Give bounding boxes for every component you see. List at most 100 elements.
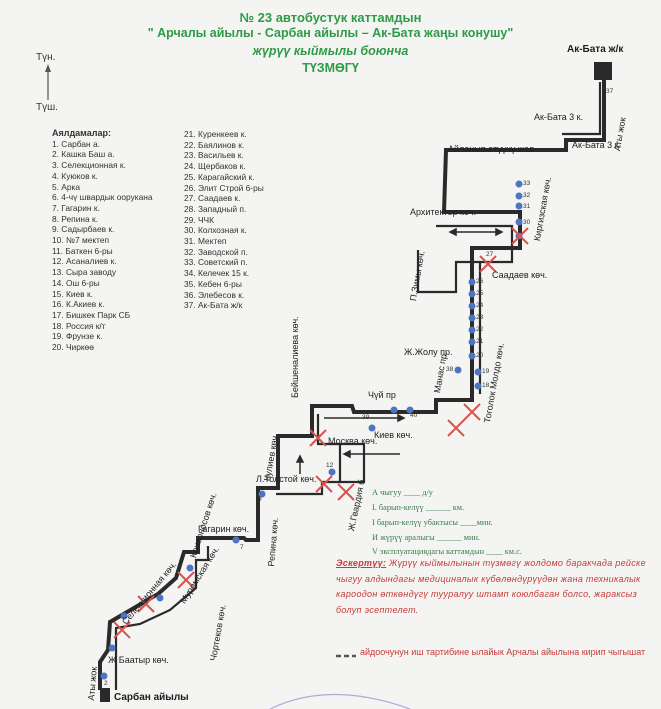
street-ak-bata-3-a: Ак-Бата 3 к. xyxy=(534,112,584,122)
info-line-5: V эксплуатациядагы каттамдын ____ км.с. xyxy=(372,547,522,556)
stops-legend-col-1: Аялдамалар: 1. Сарбан а.2. Кашка Баш а.3… xyxy=(52,128,153,353)
title-line-3: жүрүү кыймылы боюнча xyxy=(252,44,409,58)
street-beishenalieva: Бейшеналиева көч. xyxy=(290,316,300,398)
stop-legend-item: 19. Фрунзе к. xyxy=(52,331,103,342)
stop-number-30: 30 xyxy=(523,219,531,226)
street-gagarin: Гагарин көч. xyxy=(198,524,250,534)
stop-number-37: 37 xyxy=(606,88,614,95)
stop-legend-item: 31. Мектеп xyxy=(184,236,227,247)
stop-number-7: 7 xyxy=(240,544,244,551)
stop-legend-item: 28. Западный п. xyxy=(184,203,247,214)
stop-legend-item: 10. №7 мектеп xyxy=(52,235,110,246)
direction-arrows xyxy=(295,227,504,474)
street-saadaev: Саадаев көч. xyxy=(492,270,548,280)
warning-note-lead: Эскертүү: xyxy=(336,558,387,568)
stop-legend-item: 32. Заводской п. xyxy=(184,246,248,257)
stop-legend-item: 6. 4-чү швардык оорукана xyxy=(52,192,153,203)
stamp-arc xyxy=(269,693,411,709)
stop-legend-item: 18. Россия к/т xyxy=(52,320,106,331)
street-ak-bata-3-b: Ак-Бата 3 к. xyxy=(572,140,622,150)
info-line-3: I барып-келүү убактысы ____мин. xyxy=(372,518,493,527)
stop-legend-item: 26. Элит Строй 6-ры xyxy=(184,182,264,193)
street-arhitektor: Архитектор көч. xyxy=(410,207,477,217)
stop-number-19: 19 xyxy=(482,368,490,375)
stop-legend-item: 7. Гагарин к. xyxy=(52,202,100,213)
stop-legend-item: 9. Садырбаев к. xyxy=(52,224,115,235)
info-line-1: А чыгуу ____ д/у xyxy=(372,488,433,497)
stop-legend-item: 15. Киев к. xyxy=(52,288,93,299)
street-moskva: Москва көч. xyxy=(328,436,378,446)
title-line-1: № 23 автобустук каттамдын xyxy=(239,10,422,25)
warning-note: Эскертүү: Жүрүү кыймылынын түзмөгү жолдо… xyxy=(336,556,646,618)
stop-legend-item: 37. Ак-Бата ж/к xyxy=(184,300,243,311)
stop-number-9: 9 xyxy=(258,496,262,503)
sarban-terminal-marker xyxy=(100,688,110,702)
stops-legend-title: Аялдамалар: xyxy=(52,128,111,138)
street-ailanyp: Айланып өтүүчү жол xyxy=(448,144,534,154)
removed-stop-crosses xyxy=(113,227,529,639)
stops-legend-col-2: 21. Куренкеев к.22. Баялинов к.23. Васил… xyxy=(184,129,264,311)
stop-number-23: 23 xyxy=(476,314,484,321)
stop-legend-item: 33. Советский п. xyxy=(184,257,248,268)
street-l-tolstoy: Л.Толстой көч. xyxy=(256,474,317,484)
stop-legend-item: 12. Асаналиев к. xyxy=(52,256,117,267)
stop-legend-item: 8. Репина к. xyxy=(52,213,99,224)
stop-number-25: 25 xyxy=(476,290,484,297)
street-kiev: Киев көч. xyxy=(374,430,413,440)
stop-number-22: 22 xyxy=(476,326,484,333)
stop-legend-item: 2. Кашка Баш а. xyxy=(52,149,115,160)
stop-legend-item: 5. Арка xyxy=(52,181,81,192)
title-line-4: ТҮЗМӨГҮ xyxy=(302,61,359,75)
stop-legend-item: 21. Куренкеев к. xyxy=(184,129,247,139)
stop-legend-item: 24. Щербаков к. xyxy=(184,161,246,172)
street-zh-zholu: Ж.Жолу пр. xyxy=(404,347,453,357)
footnote-text: айдоочунун иш тартибине ылайык Арчалы ай… xyxy=(360,647,646,657)
stop-legend-item: 34. Келечек 15 к. xyxy=(184,268,250,279)
stop-markers xyxy=(100,180,523,680)
street-chui: Чүй пр xyxy=(368,390,396,400)
ak-bata-terminal-marker xyxy=(594,62,612,80)
stop-number-26: 26 xyxy=(476,278,484,285)
stop-legend-item: 29. ЧЧК xyxy=(184,214,215,225)
stop-legend-item: 36. Элебесов к. xyxy=(184,289,245,300)
stop-legend-item: 1. Сарбан а. xyxy=(52,138,100,149)
stop-legend-item: 17. Бишкек Парк СБ xyxy=(52,309,131,320)
stop-number-18: 18 xyxy=(482,382,490,389)
stop-number-31: 31 xyxy=(523,203,531,210)
info-line-4: И жүрүү аралыгы ______ мин. xyxy=(372,533,480,542)
stop-number-40: 40 xyxy=(410,412,418,419)
stop-number-12: 12 xyxy=(326,462,334,469)
stop-legend-item: 14. Ош 6-ры xyxy=(52,277,100,288)
stop-number-38: 38 xyxy=(446,366,454,373)
stop-legend-item: 16. К.Акиев к. xyxy=(52,299,105,310)
stop-legend-item: 4. Куюков к. xyxy=(52,170,98,181)
stop-legend-item: 35. Кебен 6-ры xyxy=(184,278,242,289)
south-label: Түш. xyxy=(36,102,58,113)
ak-bata-terminal-label: Ак-Бата ж/к xyxy=(567,44,624,55)
stop-number-24: 24 xyxy=(476,302,484,309)
route-line xyxy=(98,78,606,690)
stop-number-2: 2 xyxy=(104,680,108,687)
sarban-terminal-label: Сарбан айылы xyxy=(114,692,189,703)
stop-number-27: 27 xyxy=(486,251,494,258)
stop-number-33: 33 xyxy=(523,180,531,187)
stop-number-21: 21 xyxy=(476,338,484,345)
stop-legend-item: 20. Чиркөө xyxy=(52,342,94,353)
stop-legend-item: 30. Колхозная к. xyxy=(184,225,247,236)
stop-legend-item: 27. Саадаев к. xyxy=(184,193,241,204)
stop-legend-item: 13. Сыра заводу xyxy=(52,267,117,278)
stop-legend-item: 23. Васильев к. xyxy=(184,150,244,161)
stop-legend-item: 11. Баткен 6-ры xyxy=(52,245,113,256)
title-line-2: " Арчалы айылы - Сарбан айылы – Ак-Бата … xyxy=(147,26,514,40)
stop-number-20: 20 xyxy=(476,352,484,359)
info-line-2: I. барып-келүү ______ км. xyxy=(372,503,465,512)
compass-arrow xyxy=(45,64,51,100)
street-zh-baatyr: Ж Баатыр көч. xyxy=(108,655,169,665)
stop-number-32: 32 xyxy=(523,192,531,199)
warning-note-text: Жүрүү кыймылынын түзмөгү жолдомо баракча… xyxy=(336,558,646,615)
north-label: Түн. xyxy=(36,52,56,63)
stop-legend-item: 22. Баялинов к. xyxy=(184,139,245,150)
stop-legend-item: 25. Карагайский к. xyxy=(184,171,255,182)
stop-number-39: 39 xyxy=(362,414,370,421)
